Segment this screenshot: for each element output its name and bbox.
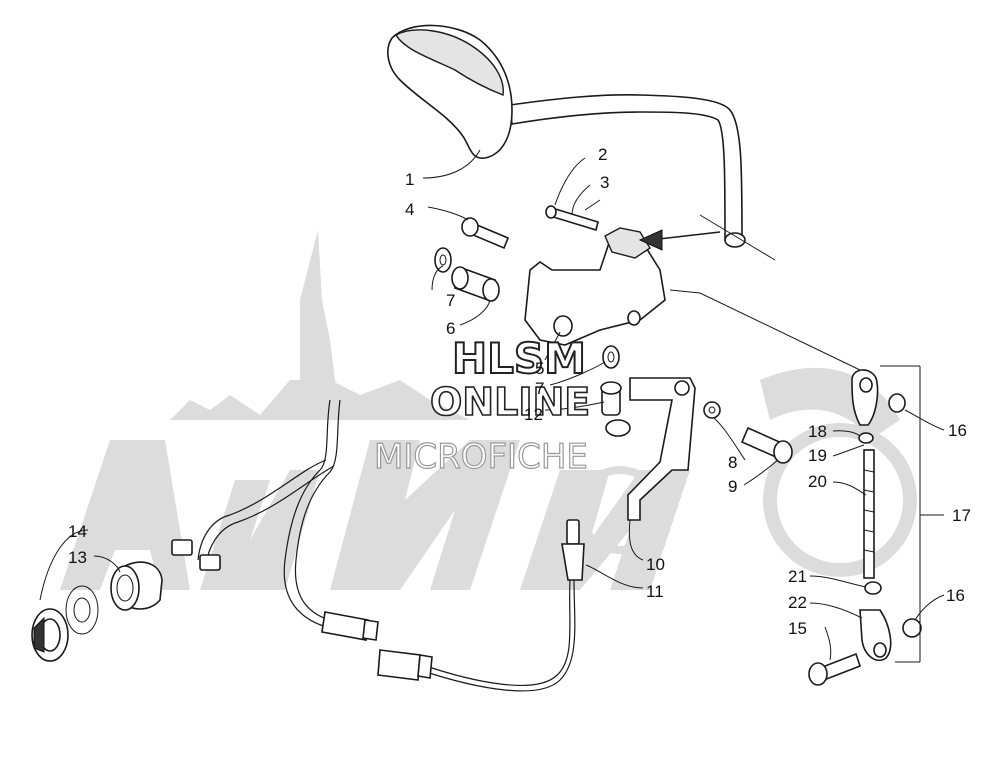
switch-bracket-10 — [627, 377, 696, 521]
throttle-lever — [387, 24, 746, 248]
callout-19: 19 — [808, 446, 827, 465]
washer-14 — [65, 585, 99, 635]
nut-14 — [31, 608, 69, 662]
bolt-15 — [808, 652, 861, 686]
watermark-line2: ONLINE — [430, 380, 590, 424]
leader-lines — [39, 149, 945, 663]
callout-16a: 16 — [948, 421, 967, 440]
callout-20: 20 — [808, 472, 827, 491]
pin-and-clip — [545, 199, 601, 232]
ignition-switch-13 — [110, 561, 163, 611]
screw-4 — [461, 217, 510, 250]
callout-7a: 7 — [446, 291, 455, 310]
rod-assembly — [851, 369, 922, 662]
callout-3: 3 — [600, 173, 609, 192]
callout-2: 2 — [598, 145, 607, 164]
callout-1: 1 — [405, 170, 414, 189]
callout-5: 5 — [535, 359, 544, 378]
wire-harness — [171, 399, 433, 681]
callout-8: 8 — [728, 453, 737, 472]
callout-13: 13 — [68, 548, 87, 567]
throttle-cable-11 — [419, 519, 585, 692]
watermark-line3: MICROFICHE — [374, 437, 588, 477]
star-washer-8 — [703, 401, 721, 419]
bolt-9 — [740, 426, 793, 464]
callout-22: 22 — [788, 593, 807, 612]
callout-18: 18 — [808, 422, 827, 441]
washer-7-top — [434, 247, 452, 273]
callout-14: 14 — [68, 522, 87, 541]
callout-17: 17 — [952, 506, 971, 525]
callout-6: 6 — [446, 319, 455, 338]
callout-21: 21 — [788, 567, 807, 586]
callout-16b: 16 — [946, 586, 965, 605]
throttle-housing — [524, 227, 666, 346]
callout-4: 4 — [405, 200, 414, 219]
callout-7b: 7 — [535, 379, 544, 398]
callout-10: 10 — [646, 555, 665, 574]
bushing-6 — [451, 266, 500, 302]
watermark-line1: HLSM — [452, 334, 586, 383]
callout-9: 9 — [728, 477, 737, 496]
kill-switch-12 — [600, 381, 631, 437]
callout-11: 11 — [646, 582, 664, 601]
callout-12: 12 — [524, 405, 543, 424]
washer-7-bottom — [602, 345, 620, 369]
callout-15: 15 — [788, 619, 807, 638]
